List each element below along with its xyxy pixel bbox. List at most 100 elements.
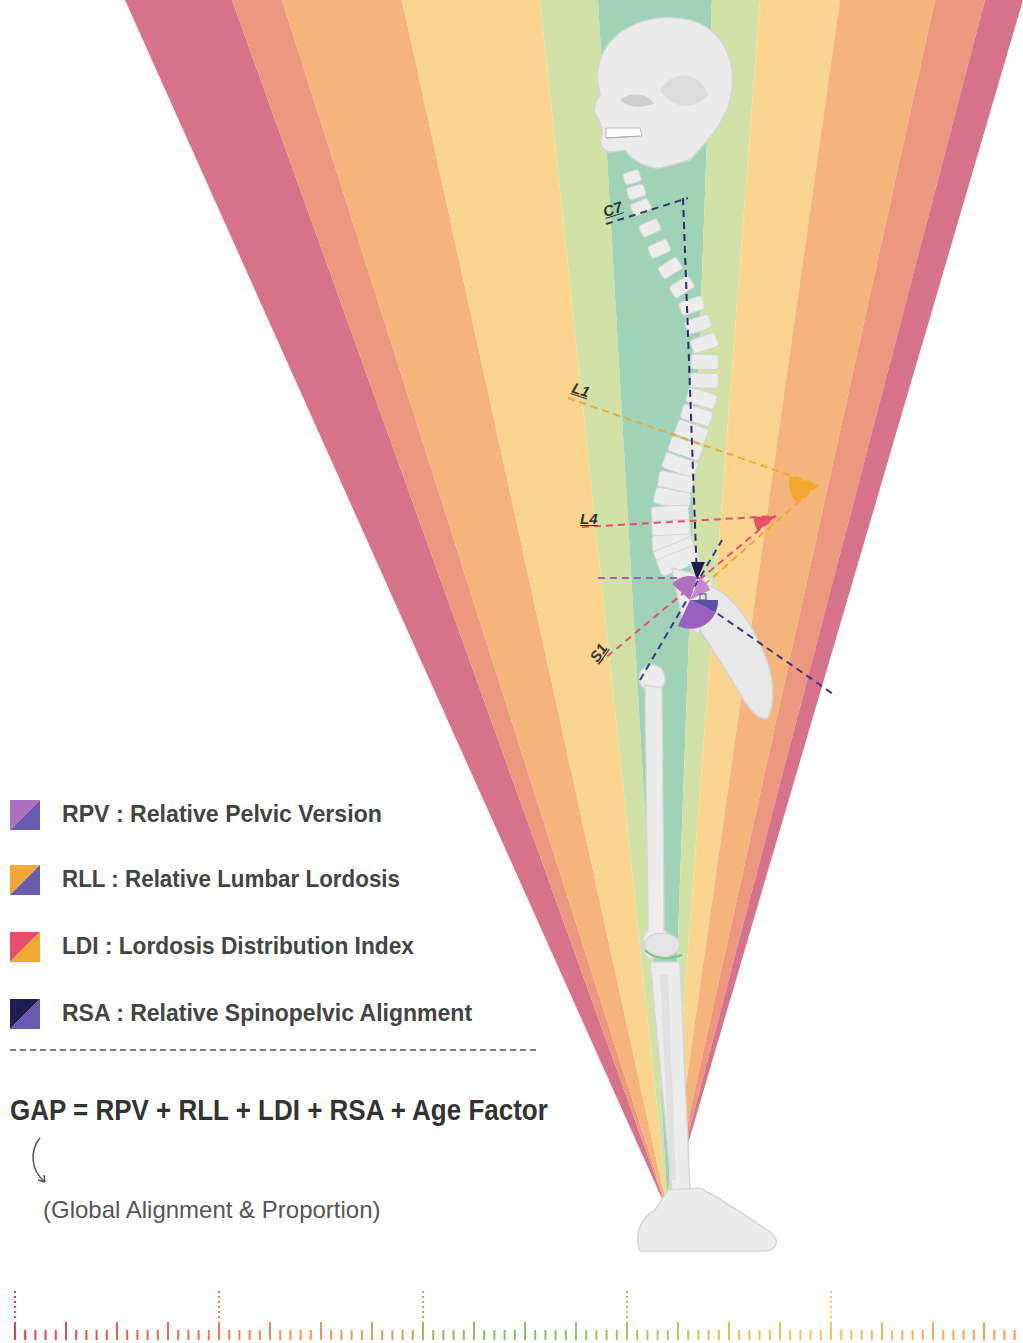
ruler-major [14,1290,16,1318]
ruler-tick [432,1330,434,1340]
ruler-tick [626,1322,628,1340]
ruler-tick [697,1330,699,1340]
ruler-tick [320,1322,322,1340]
legend-swatch [10,800,40,830]
legend-swatch [10,999,40,1029]
ruler-tick [14,1322,16,1340]
vertebrae [622,169,719,577]
ruler-tick [544,1330,546,1340]
ruler-tick [279,1330,281,1340]
vertebra [647,239,671,259]
fan-bands [125,0,1023,1212]
ruler-tick [993,1330,995,1340]
legend-text: RLL : Relative Lumbar Lordosis [62,865,400,893]
ruler-tick [371,1322,373,1340]
ruler-tick [850,1330,852,1340]
legend-swatches [10,800,40,1029]
ruler-tick [340,1330,342,1340]
ruler-major [422,1290,424,1318]
ruler-tick [228,1330,230,1340]
ruler-tick [973,1330,975,1340]
skeleton [594,17,776,1251]
vertebra [626,184,646,201]
ruler-tick [861,1330,863,1340]
ruler-tick [187,1330,189,1340]
legend-text: RSA : Relative Spinopelvic Alignment [62,999,472,1027]
ruler-tick [442,1330,444,1340]
ruler-tick [504,1330,506,1340]
ruler-tick [45,1330,47,1340]
ruler-tick [606,1330,608,1340]
ruler-tick [799,1330,801,1340]
measurement-lines [568,198,836,696]
ruler-tick [616,1330,618,1340]
ruler-tick [147,1330,149,1340]
ruler-tick [901,1330,903,1340]
ruler-tick [667,1330,669,1340]
legend-swatch [10,999,40,1029]
ruler-tick [759,1330,761,1340]
formula-caption: (Global Alignment & Proportion) [43,1196,381,1224]
ruler-tick [106,1330,108,1340]
fan-band [125,0,668,1212]
ruler-tick [687,1330,689,1340]
ruler-tick [810,1330,812,1340]
ruler-tick [942,1330,944,1340]
vertebra [638,218,661,238]
ruler-tick [952,1330,954,1340]
ruler-tick [534,1330,536,1340]
ruler-tick [289,1330,291,1340]
ruler-tick [830,1322,832,1340]
angle-marks [672,476,818,629]
legend-swatch [10,800,40,830]
legend-swatch [10,932,40,962]
ruler-tick [238,1330,240,1340]
ruler-tick [310,1330,312,1340]
legend-text: LDI : Lordosis Distribution Index [62,932,414,960]
ruler-tick [453,1330,455,1340]
ruler-tick [820,1330,822,1340]
fan-band [232,0,668,1212]
ruler-tick [718,1330,720,1340]
ruler-tick [198,1330,200,1340]
ruler-tick [840,1330,842,1340]
ruler-tick [565,1330,567,1340]
ruler-tick [748,1330,750,1340]
ruler-tick [85,1330,87,1340]
fan-band [668,0,1023,1212]
ruler-tick [728,1322,730,1340]
ruler-tick [779,1322,781,1340]
ruler-tick [96,1330,98,1340]
divider [10,1049,540,1051]
formula: GAP = RPV + RLL + LDI + RSA + Age Factor [10,1093,548,1127]
ruler-tick [75,1330,77,1340]
ruler-tick [636,1330,638,1340]
ruler-tick [34,1330,36,1340]
ruler-tick [769,1330,771,1340]
vertebra [668,275,695,299]
ruler-tick [524,1322,526,1340]
ruler-tick [167,1322,169,1340]
ruler-tick [585,1330,587,1340]
ruler-tick [983,1322,985,1340]
ruler-tick [157,1330,159,1340]
ruler-tick [1014,1330,1016,1340]
scale-ruler [15,1290,1015,1340]
ruler-tick [218,1322,220,1340]
ruler-tick [932,1322,934,1340]
ruler-tick [269,1322,271,1340]
ruler-tick [381,1330,383,1340]
ruler-tick [493,1330,495,1340]
ruler-tick [708,1330,710,1340]
ruler-tick [249,1330,251,1340]
ruler-tick [514,1330,516,1340]
vertebra [690,373,719,389]
curved-arrow [33,1138,45,1182]
vertebra [622,169,641,185]
ruler-tick [300,1330,302,1340]
ruler-tick [412,1330,414,1340]
level-label: L4 [580,510,598,527]
ruler-tick [473,1322,475,1340]
